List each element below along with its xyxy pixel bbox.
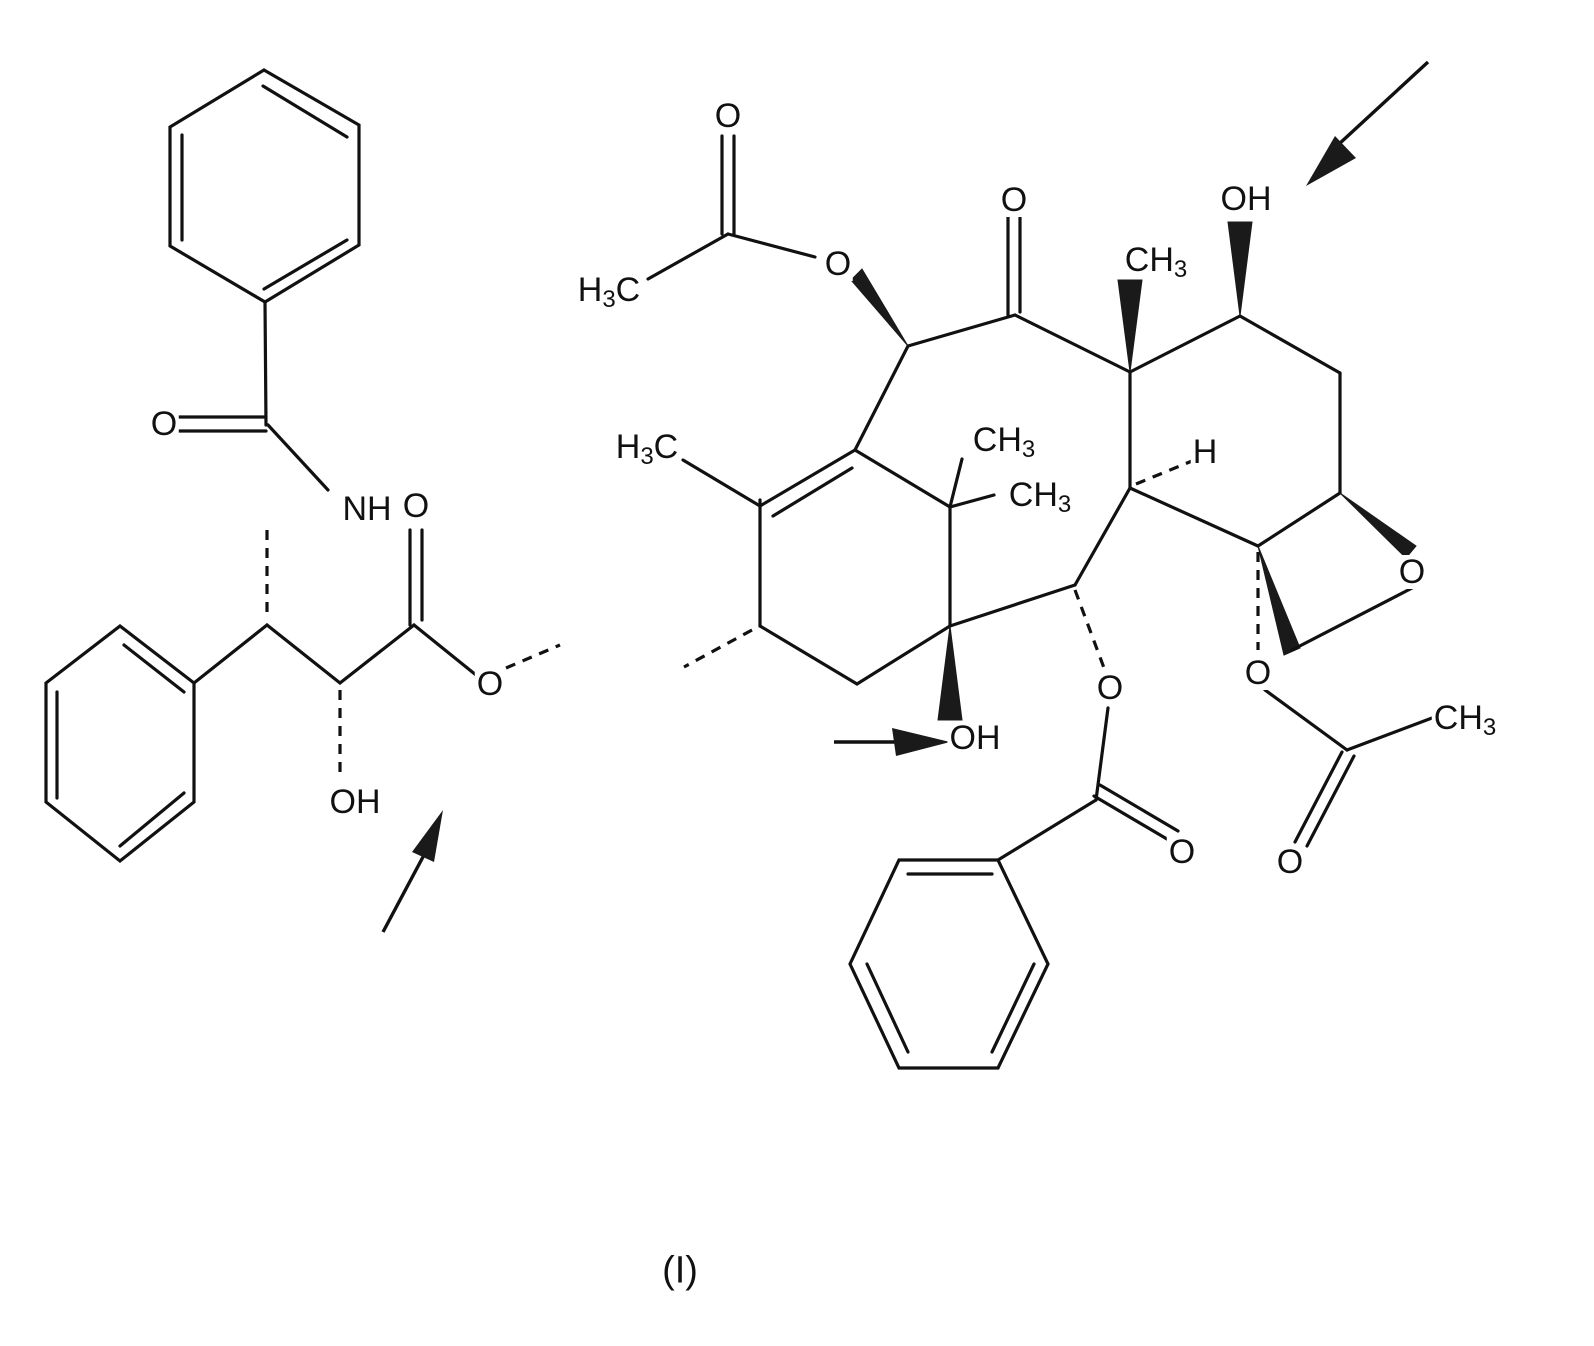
benzamide-phenyl-ring: [168, 68, 361, 304]
arrow-top-right: [1306, 60, 1430, 186]
atom-label-o-benzamide: O: [148, 405, 180, 443]
atom-label-o-benzoate-link: O: [1094, 669, 1126, 707]
atom-label-o-benzoate-carbonyl: O: [1166, 833, 1198, 871]
side-chain-bonds: [192, 528, 561, 780]
atom-label-o-acetyl-top-carbonyl: O: [712, 97, 744, 135]
figure-caption: (I): [662, 1249, 698, 1292]
atom-label-o-oxetane: O: [1396, 553, 1428, 591]
atom-label-o-ester-link: O: [474, 665, 506, 703]
b-ring: [853, 208, 1132, 628]
atom-label-oh-side: OH: [327, 783, 383, 821]
atom-label-oh-top: OH: [1218, 180, 1274, 218]
atom-label-ch3-acetyl-right: CH3: [1431, 699, 1499, 741]
atom-label-h3c-acetyl-top: H3C: [575, 271, 643, 313]
arrow-bottom-left: [381, 810, 443, 933]
benzoate-group: [848, 589, 1180, 1070]
atom-label-o-ester-carbonyl: O: [400, 487, 432, 525]
side-chain-phenyl-ring: [44, 623, 196, 864]
atom-label-oh-middle: OH: [947, 719, 1003, 757]
atom-label-o-acetyl-top-link: O: [822, 245, 854, 283]
atom-label-o-acetyl-right-carbonyl: O: [1274, 843, 1306, 881]
c-ring: [1117, 221, 1342, 548]
atom-label-ch3-gem-a: CH3: [970, 421, 1038, 463]
atom-label-nh: NH: [340, 490, 394, 528]
right-acetate: [1256, 552, 1434, 848]
oxetane-ring: [1257, 492, 1417, 656]
c1-hydroxyl-wedge: [937, 625, 963, 721]
top-acetate: [646, 134, 909, 347]
a-ring: [681, 448, 996, 686]
atom-label-ch3-bridge: CH3: [1122, 241, 1190, 283]
atom-label-h-ring: H: [1190, 433, 1220, 471]
atom-label-ch3-gem-b: CH3: [1006, 476, 1074, 518]
atom-label-o-ketone: O: [998, 181, 1030, 219]
arrow-middle: [834, 728, 950, 756]
atom-label-h3c-ring: H3C: [613, 428, 681, 470]
atom-label-o-acetyl-right-link: O: [1242, 654, 1274, 692]
amide-bonds: [171, 300, 330, 618]
